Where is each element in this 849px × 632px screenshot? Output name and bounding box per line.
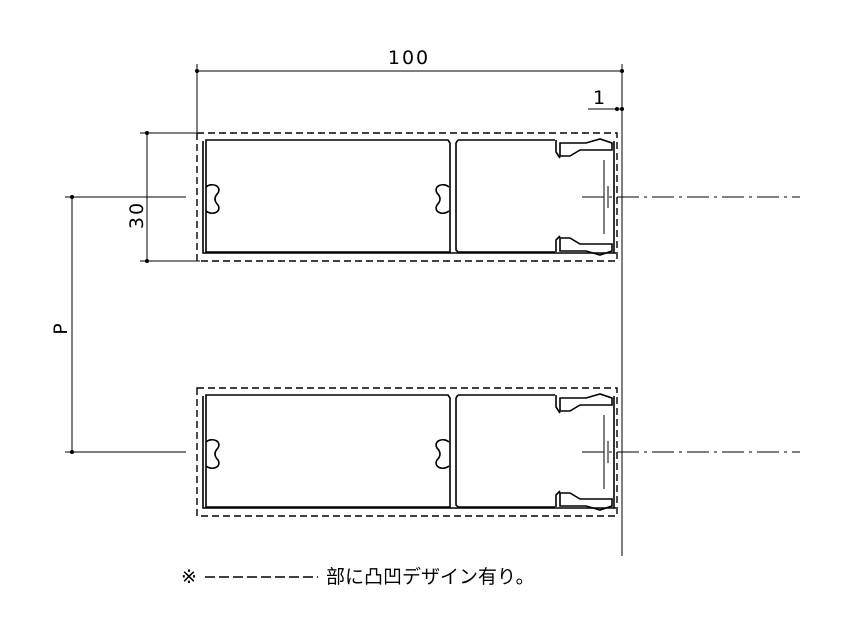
note-symbol: ※ (181, 566, 197, 588)
dimension-offset-label: 1 (593, 87, 607, 109)
dimension-height-label: 30 (126, 201, 148, 229)
dimension-height: 30 (126, 131, 200, 263)
dimension-width-label: 100 (388, 47, 430, 69)
design-surface-outline (196, 132, 618, 262)
dimension-offset: 1 (588, 87, 624, 111)
design-note: ※ 部に凸凹デザイン有り。 (181, 566, 535, 588)
dimension-pitch: P (50, 195, 186, 454)
upper-profile (196, 132, 800, 262)
note-text: 部に凸凹デザイン有り。 (326, 566, 535, 588)
design-surface-outline (196, 387, 618, 517)
dimension-pitch-label: P (50, 321, 72, 334)
lower-profile (196, 387, 800, 517)
dimension-width: 100 (195, 47, 624, 132)
